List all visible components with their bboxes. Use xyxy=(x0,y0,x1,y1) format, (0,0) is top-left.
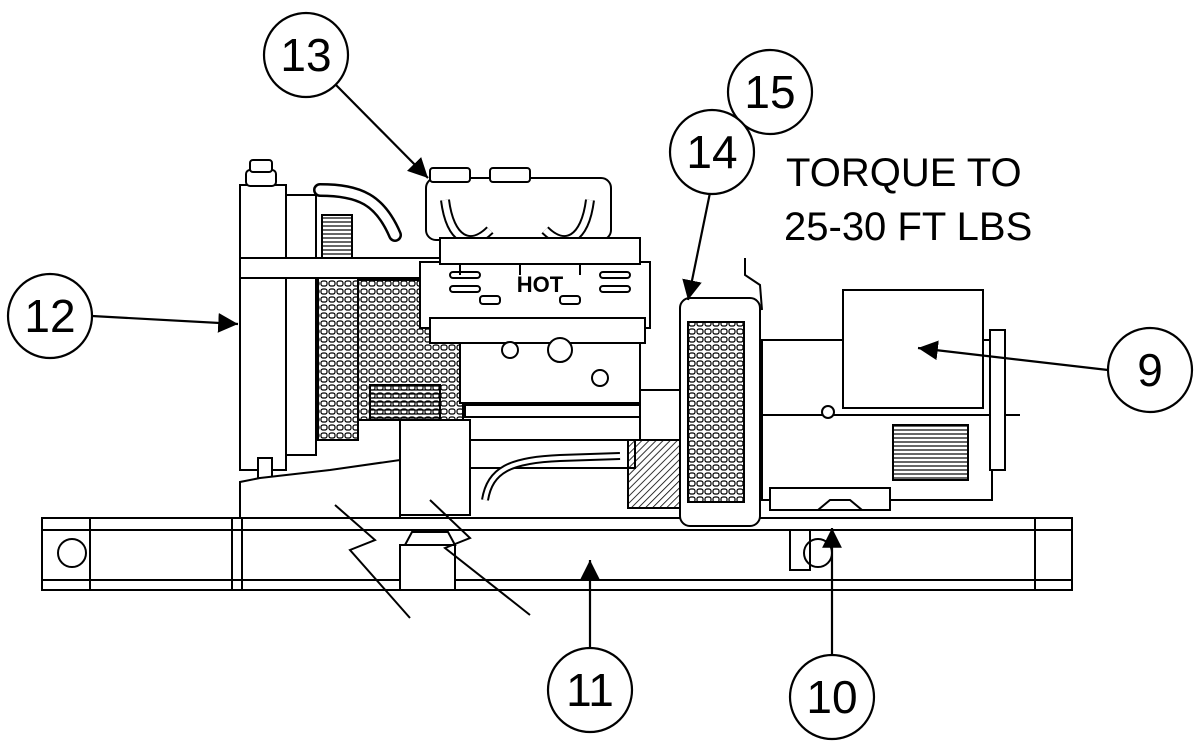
torque-note-line1: TORQUE TO xyxy=(786,151,1022,195)
leader-13 xyxy=(335,84,429,179)
svg-text:15: 15 xyxy=(744,66,795,118)
callout-12: 12 xyxy=(6,272,94,360)
callout-9: 9 xyxy=(1106,326,1194,414)
engine-block xyxy=(357,261,681,516)
break-lines xyxy=(334,499,531,619)
base-frame xyxy=(41,517,1073,591)
svg-text:10: 10 xyxy=(806,671,857,723)
svg-text:13: 13 xyxy=(280,29,331,81)
leader-lines xyxy=(91,84,1109,655)
mounting-bracket xyxy=(239,458,457,591)
leader-12 xyxy=(91,313,239,333)
svg-text:9: 9 xyxy=(1137,344,1163,396)
radiator xyxy=(239,159,441,479)
leader-14 xyxy=(682,182,714,301)
torque-note: TORQUE TO 25-30 FT LBS xyxy=(784,151,1032,249)
svg-text:11: 11 xyxy=(566,664,614,716)
fan-guard xyxy=(679,258,763,527)
callout-13: 13 xyxy=(262,11,350,99)
engine-hot-label: HOT xyxy=(517,272,564,297)
svg-text:14: 14 xyxy=(686,126,737,178)
callout-15: 15 xyxy=(726,48,814,136)
torque-note-line2: 25-30 FT LBS xyxy=(784,205,1032,249)
svg-text:12: 12 xyxy=(24,290,75,342)
intake-manifold xyxy=(425,167,641,275)
callout-11: 11 xyxy=(546,646,634,734)
callout-10: 10 xyxy=(788,653,876,741)
leader-9 xyxy=(917,340,1109,372)
callout-14: 14 xyxy=(668,108,756,196)
alternator xyxy=(761,289,1020,511)
